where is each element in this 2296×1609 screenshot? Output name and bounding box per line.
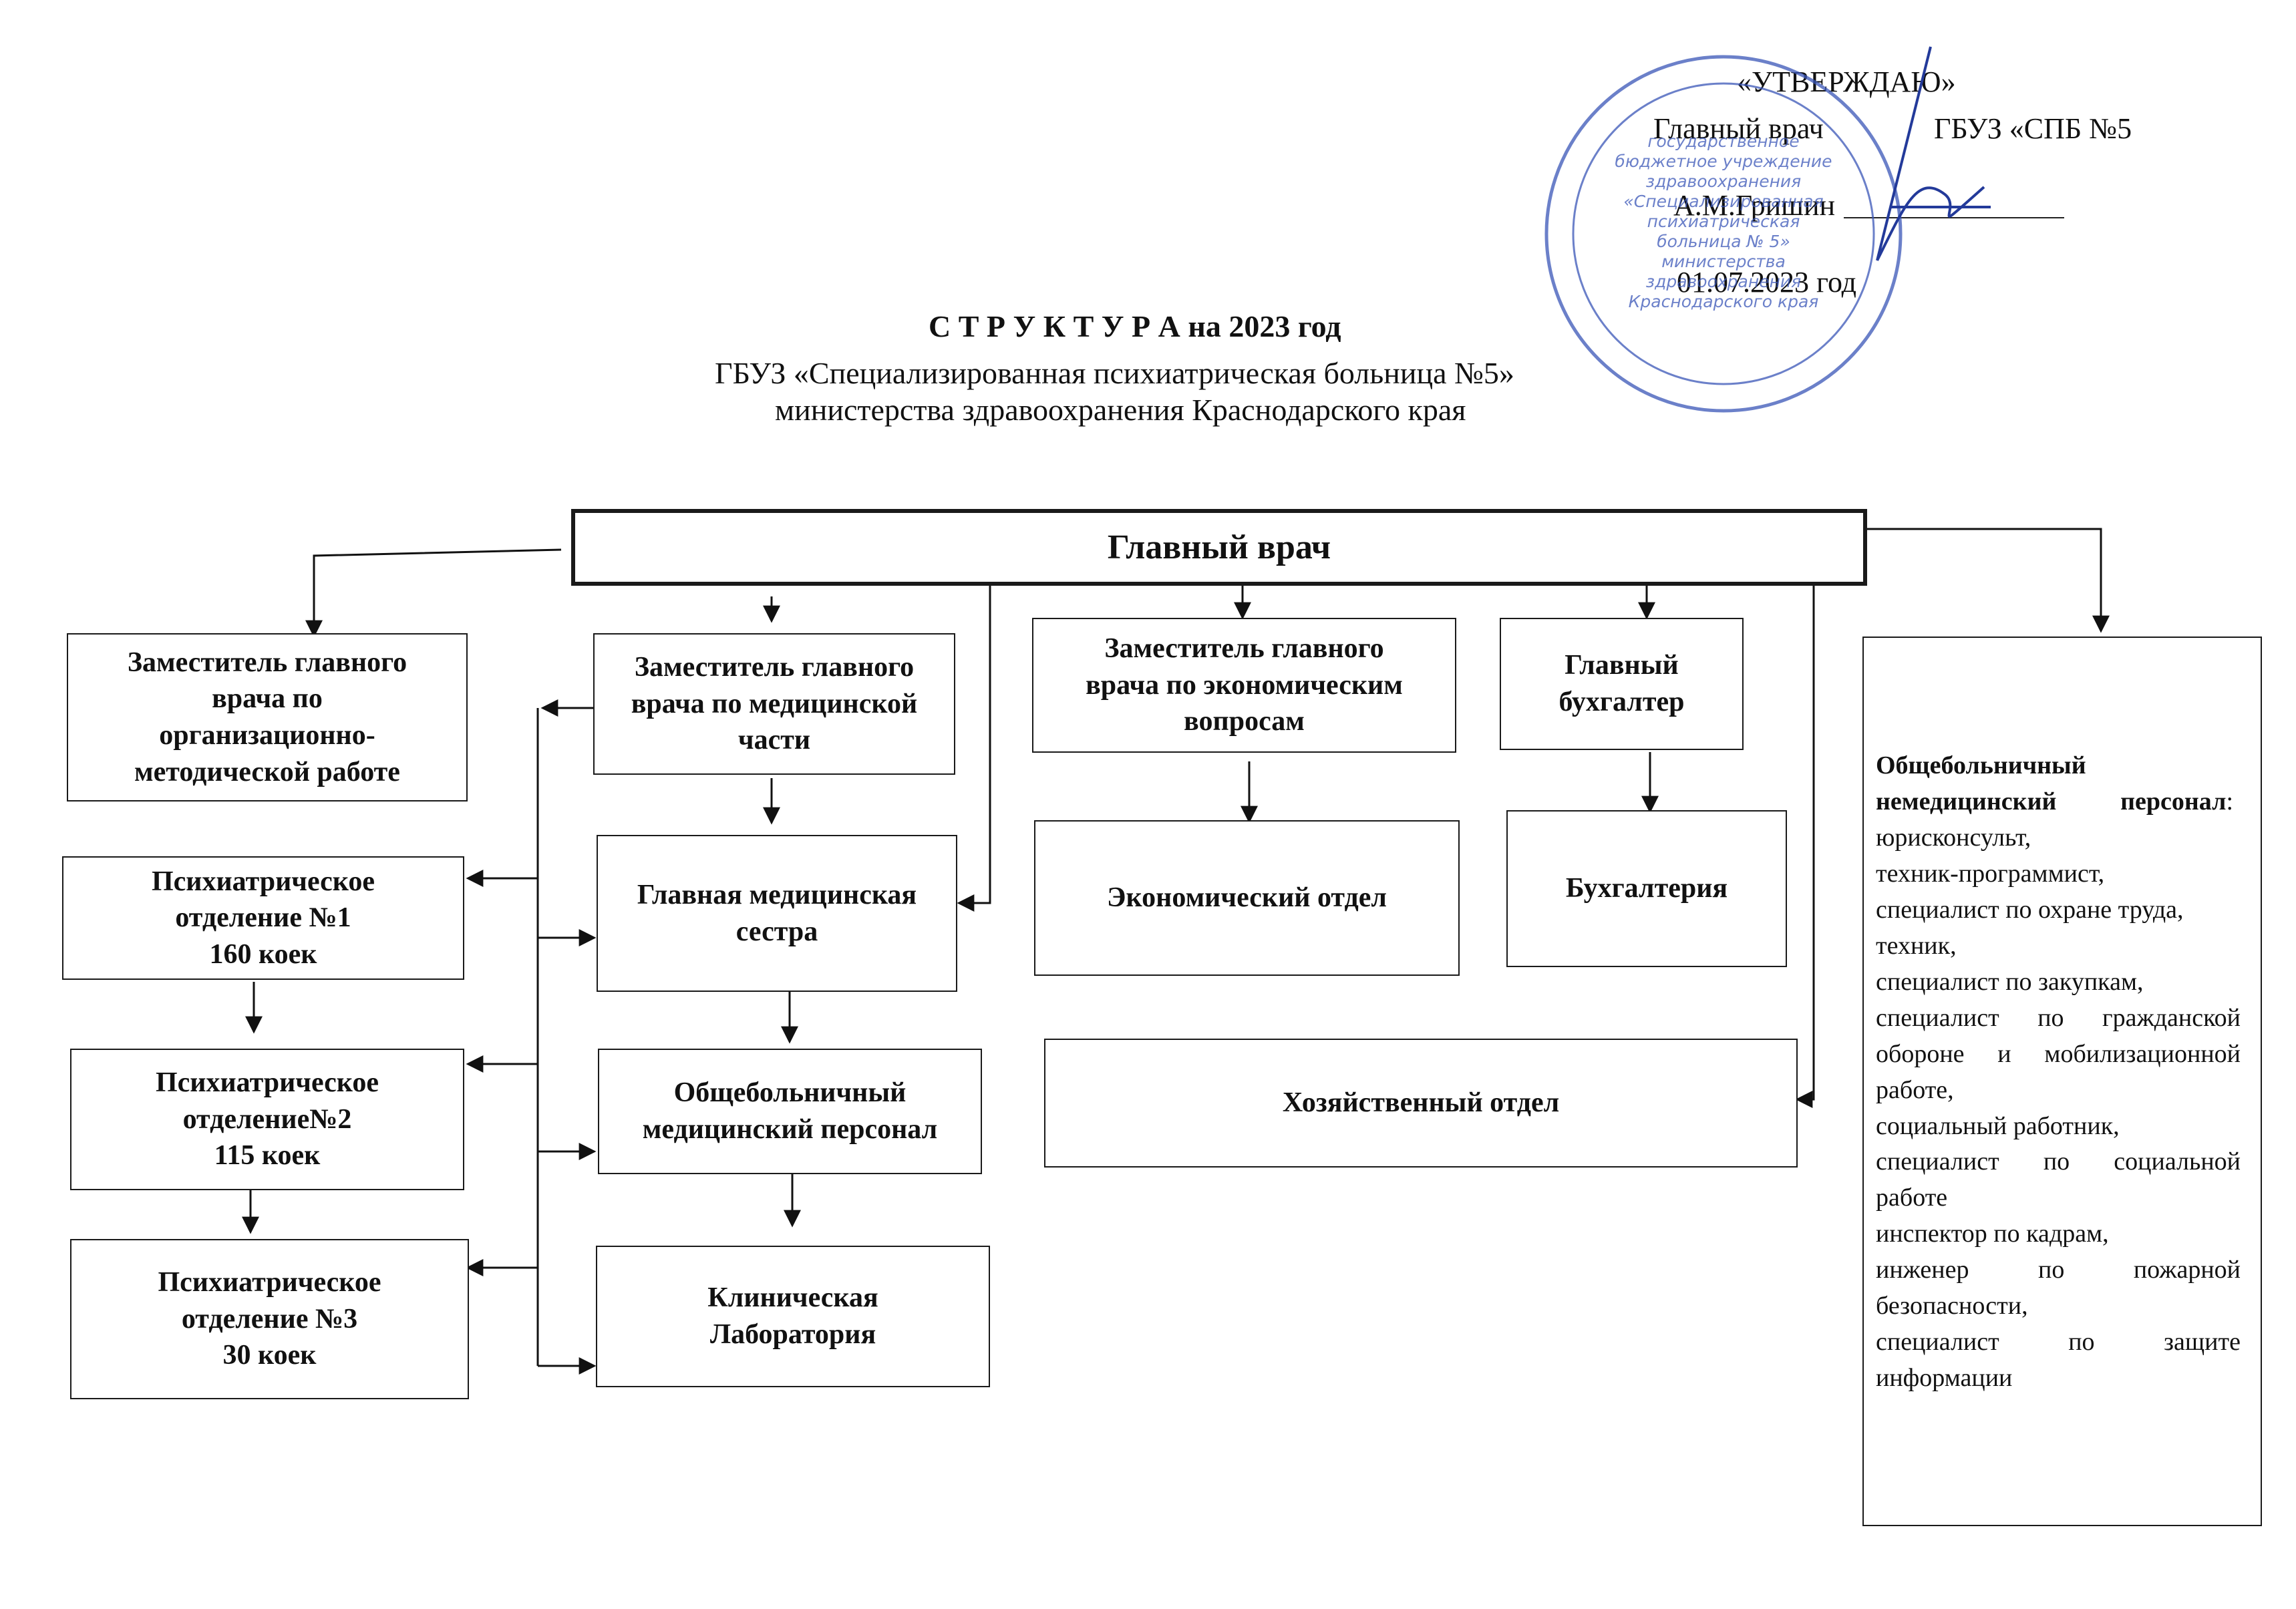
signature [1876,46,1991,261]
deputy-economic-box: Заместитель главного врача по экономичес… [1032,618,1456,753]
medical-staff-box: Общебольничный медицинский персонал [598,1049,982,1174]
svg-text:министерства: министерства [1661,252,1786,271]
chief-accountant-box: Главный бухгалтер [1500,618,1744,750]
economic-dept-label: Экономический отдел [1107,882,1387,914]
deputy-org-line: врача по [212,683,323,715]
psych1-line: отделение №1 [175,902,351,934]
list-item: инспектор по кадрам, [1876,1220,2109,1248]
psych2-bed-count: 115 коек [214,1140,321,1172]
structure-title: С Т Р У К Т У Р А на 2023 год [929,309,1341,343]
deputy-org-methodical-box: Заместитель главного врача по организаци… [67,633,468,801]
chief-doctor-box: Главный врач [571,509,1867,586]
deputy-med-line: части [737,725,811,756]
economic-dept-box: Экономический отдел [1034,820,1460,976]
clinical-lab-line: Лаборатория [709,1319,876,1350]
deputy-org-line: организационно- [159,720,375,751]
signature-line [1844,217,2064,218]
list-item: специалист по социальной работе [1876,1147,2241,1212]
ministry-line: министерства здравоохранения Краснодарск… [775,393,1466,427]
svg-text:бюджетное учреждение: бюджетное учреждение [1615,152,1832,171]
psych3-bed-count: 30 коек [222,1340,317,1371]
deputy-econ-line: вопросам [1184,706,1305,737]
list-item: техник, [1876,931,1957,960]
list-item: инженер по пожарной безопасности, [1876,1256,2241,1320]
list-item: социальный работник, [1876,1111,2120,1140]
approval-date: 01.07.2023 год [1677,266,1857,299]
clinical-lab-box: Клиническая Лаборатория [596,1246,990,1387]
nonmedical-staff-heading: Общебольничный немедицинский персонал: [1876,748,2233,820]
psych1-line: Психиатрическое [151,866,375,897]
chief-accountant-line: Главный [1565,650,1679,681]
approval-name: А.М.Гришин [1673,189,1836,222]
svg-text:психиатрическая: психиатрическая [1647,212,1800,231]
psych2-line: отделение№2 [182,1103,352,1135]
medical-staff-line: медицинский персонал [642,1114,938,1145]
psych1-bed-count: 160 коек [209,938,317,970]
deputy-econ-line: Заместитель главного [1104,633,1384,665]
psych3-line: Психиатрическое [158,1267,381,1298]
head-nurse-box: Главная медицинская сестра [597,835,957,992]
psych2-line: Психиатрическое [155,1067,379,1099]
svg-text:государственное: государственное [1647,132,1799,151]
nonmedical-staff-list: юрисконсульт, техник-программист, специа… [1876,820,2241,1397]
approval-org: ГБУЗ «СПБ №5 [1934,112,2132,145]
list-item: специалист по закупкам, [1876,967,2144,996]
deputy-medical-box: Заместитель главного врача по медицинско… [593,633,955,775]
deputy-org-line: Заместитель главного [127,647,407,678]
list-item: специалист по охране труда, [1876,895,2184,924]
list-item: специалист по гражданской обороне и моби… [1876,1003,2241,1104]
head-nurse-line: Главная медицинская [637,879,917,910]
nonmedical-staff-box: Общебольничный немедицинский персонал: ю… [1862,637,2262,1526]
list-item: техник-программист, [1876,859,2105,888]
deputy-med-line: врача по медицинской [631,688,918,719]
psych-dept-2-box: Психиатрическое отделение№2 115 коек [70,1049,464,1190]
chief-accountant-line: бухгалтер [1559,687,1685,717]
org-name-line: ГБУЗ «Специализированная психиатрическая… [715,356,1514,390]
list-item: специалист по защите информации [1876,1328,2241,1393]
household-dept-label: Хозяйственный отдел [1282,1087,1560,1119]
medical-staff-line: Общебольничный [673,1077,907,1109]
household-dept-box: Хозяйственный отдел [1044,1039,1798,1168]
round-stamp: государственное бюджетное учреждение здр… [1544,55,1903,413]
deputy-med-line: Заместитель главного [634,652,915,683]
psych-dept-3-box: Психиатрическое отделение №3 30 коек [70,1239,469,1399]
svg-text:Краснодарского края: Краснодарского края [1629,292,1819,311]
svg-text:здравоохранения: здравоохранения [1646,172,1801,191]
nonmedical-heading-colon: : [2226,787,2233,816]
deputy-org-line: методической работе [134,756,400,787]
approval-position: Главный врач [1653,112,1824,145]
clinical-lab-line: Клиническая [707,1282,878,1314]
svg-text:больница № 5»: больница № 5» [1657,232,1790,251]
svg-text:«Специализированная: «Специализированная [1623,192,1823,211]
psych-dept-1-box: Психиатрическое отделение №1 160 коек [62,856,464,980]
psych3-line: отделение №3 [181,1303,358,1334]
accounting-box: Бухгалтерия [1506,810,1787,967]
list-item: юрисконсульт, [1876,823,2031,852]
deputy-econ-line: врача по экономическим [1086,669,1403,701]
chief-doctor-label: Главный врач [1107,528,1331,566]
head-nurse-line: сестра [735,916,818,947]
svg-text:здравоохранения: здравоохранения [1646,272,1801,291]
nonmedical-heading-text: Общебольничный немедицинский персонал [1876,751,2227,816]
accounting-label: Бухгалтерия [1565,873,1728,904]
